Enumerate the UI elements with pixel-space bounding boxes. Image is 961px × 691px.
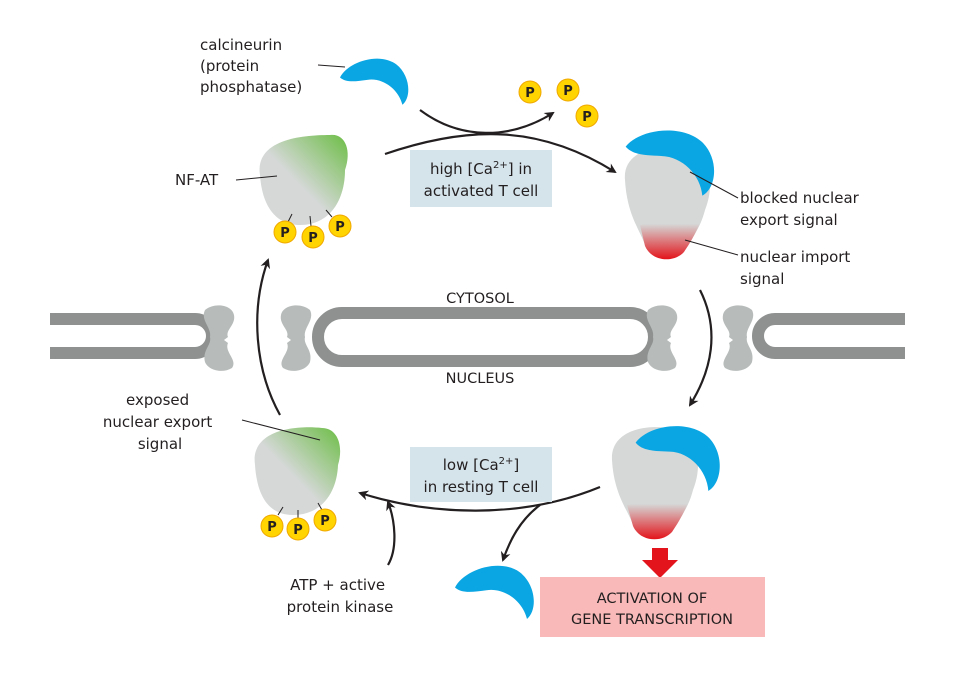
nuclear-envelope: CYTOSOL NUCLEUS [50, 291, 905, 387]
svg-text:P: P [582, 110, 592, 125]
svg-text:P: P [320, 514, 330, 529]
svg-text:P: P [563, 84, 573, 99]
nuclear-pore [722, 305, 754, 371]
membrane-left [50, 313, 218, 359]
svg-text:ACTIVATION OF: ACTIVATION OF [597, 591, 707, 607]
calcineurin-label: calcineurin (protein phosphatase) [200, 36, 302, 96]
arrow-export [256, 258, 281, 416]
nfat-phosphorylated-cytosol: P P P [259, 134, 352, 249]
svg-text:P: P [335, 220, 345, 235]
calcineurin-released-icon [455, 565, 534, 619]
svg-text:P: P [280, 226, 290, 241]
exposed-export-label: exposed nuclear export signal [103, 391, 217, 453]
nfat-label: NF-AT [175, 171, 219, 189]
high-calcium-box: high [Ca2+] in activated T cell [410, 150, 552, 207]
svg-text:GENE TRANSCRIPTION: GENE TRANSCRIPTION [571, 612, 733, 628]
released-phosphates: P P P [518, 78, 599, 128]
svg-text:high [Ca2+] in: high [Ca2+] in [430, 160, 532, 178]
svg-text:P: P [293, 523, 303, 538]
nuclear-pore [280, 305, 312, 371]
activation-arrow-icon [642, 548, 678, 578]
nucleus-label: NUCLEUS [446, 371, 515, 387]
nfat-activated-nucleus [611, 418, 727, 540]
svg-text:low [Ca2+]: low [Ca2+] [443, 456, 520, 474]
nfat-rephosphorylated-nucleus: P P P [254, 427, 341, 541]
nfat-activated-cytosol [619, 122, 721, 260]
nuclear-pore [646, 305, 678, 371]
atp-kinase-label: ATP + active protein kinase [287, 576, 394, 616]
cycle-arrows [256, 109, 713, 566]
activation-box: ACTIVATION OF GENE TRANSCRIPTION [540, 577, 765, 637]
low-calcium-line2: in resting T cell [424, 478, 539, 496]
svg-text:P: P [267, 520, 277, 535]
cytosol-label: CYTOSOL [446, 291, 514, 307]
low-calcium-box: low [Ca2+] in resting T cell [410, 447, 552, 502]
membrane-right [752, 313, 905, 359]
arrow-calcineurin-release [500, 504, 541, 562]
nuclear-pore [203, 305, 235, 371]
calcineurin-icon [340, 58, 409, 105]
arrow-import [688, 289, 713, 407]
arrow-phosphate-release [419, 109, 555, 134]
arrow-to-activated [384, 132, 617, 174]
membrane-center [312, 307, 660, 367]
arrow-kinase [386, 500, 396, 566]
high-calcium-line2: activated T cell [424, 182, 539, 200]
svg-text:P: P [308, 231, 318, 246]
svg-text:P: P [525, 86, 535, 101]
